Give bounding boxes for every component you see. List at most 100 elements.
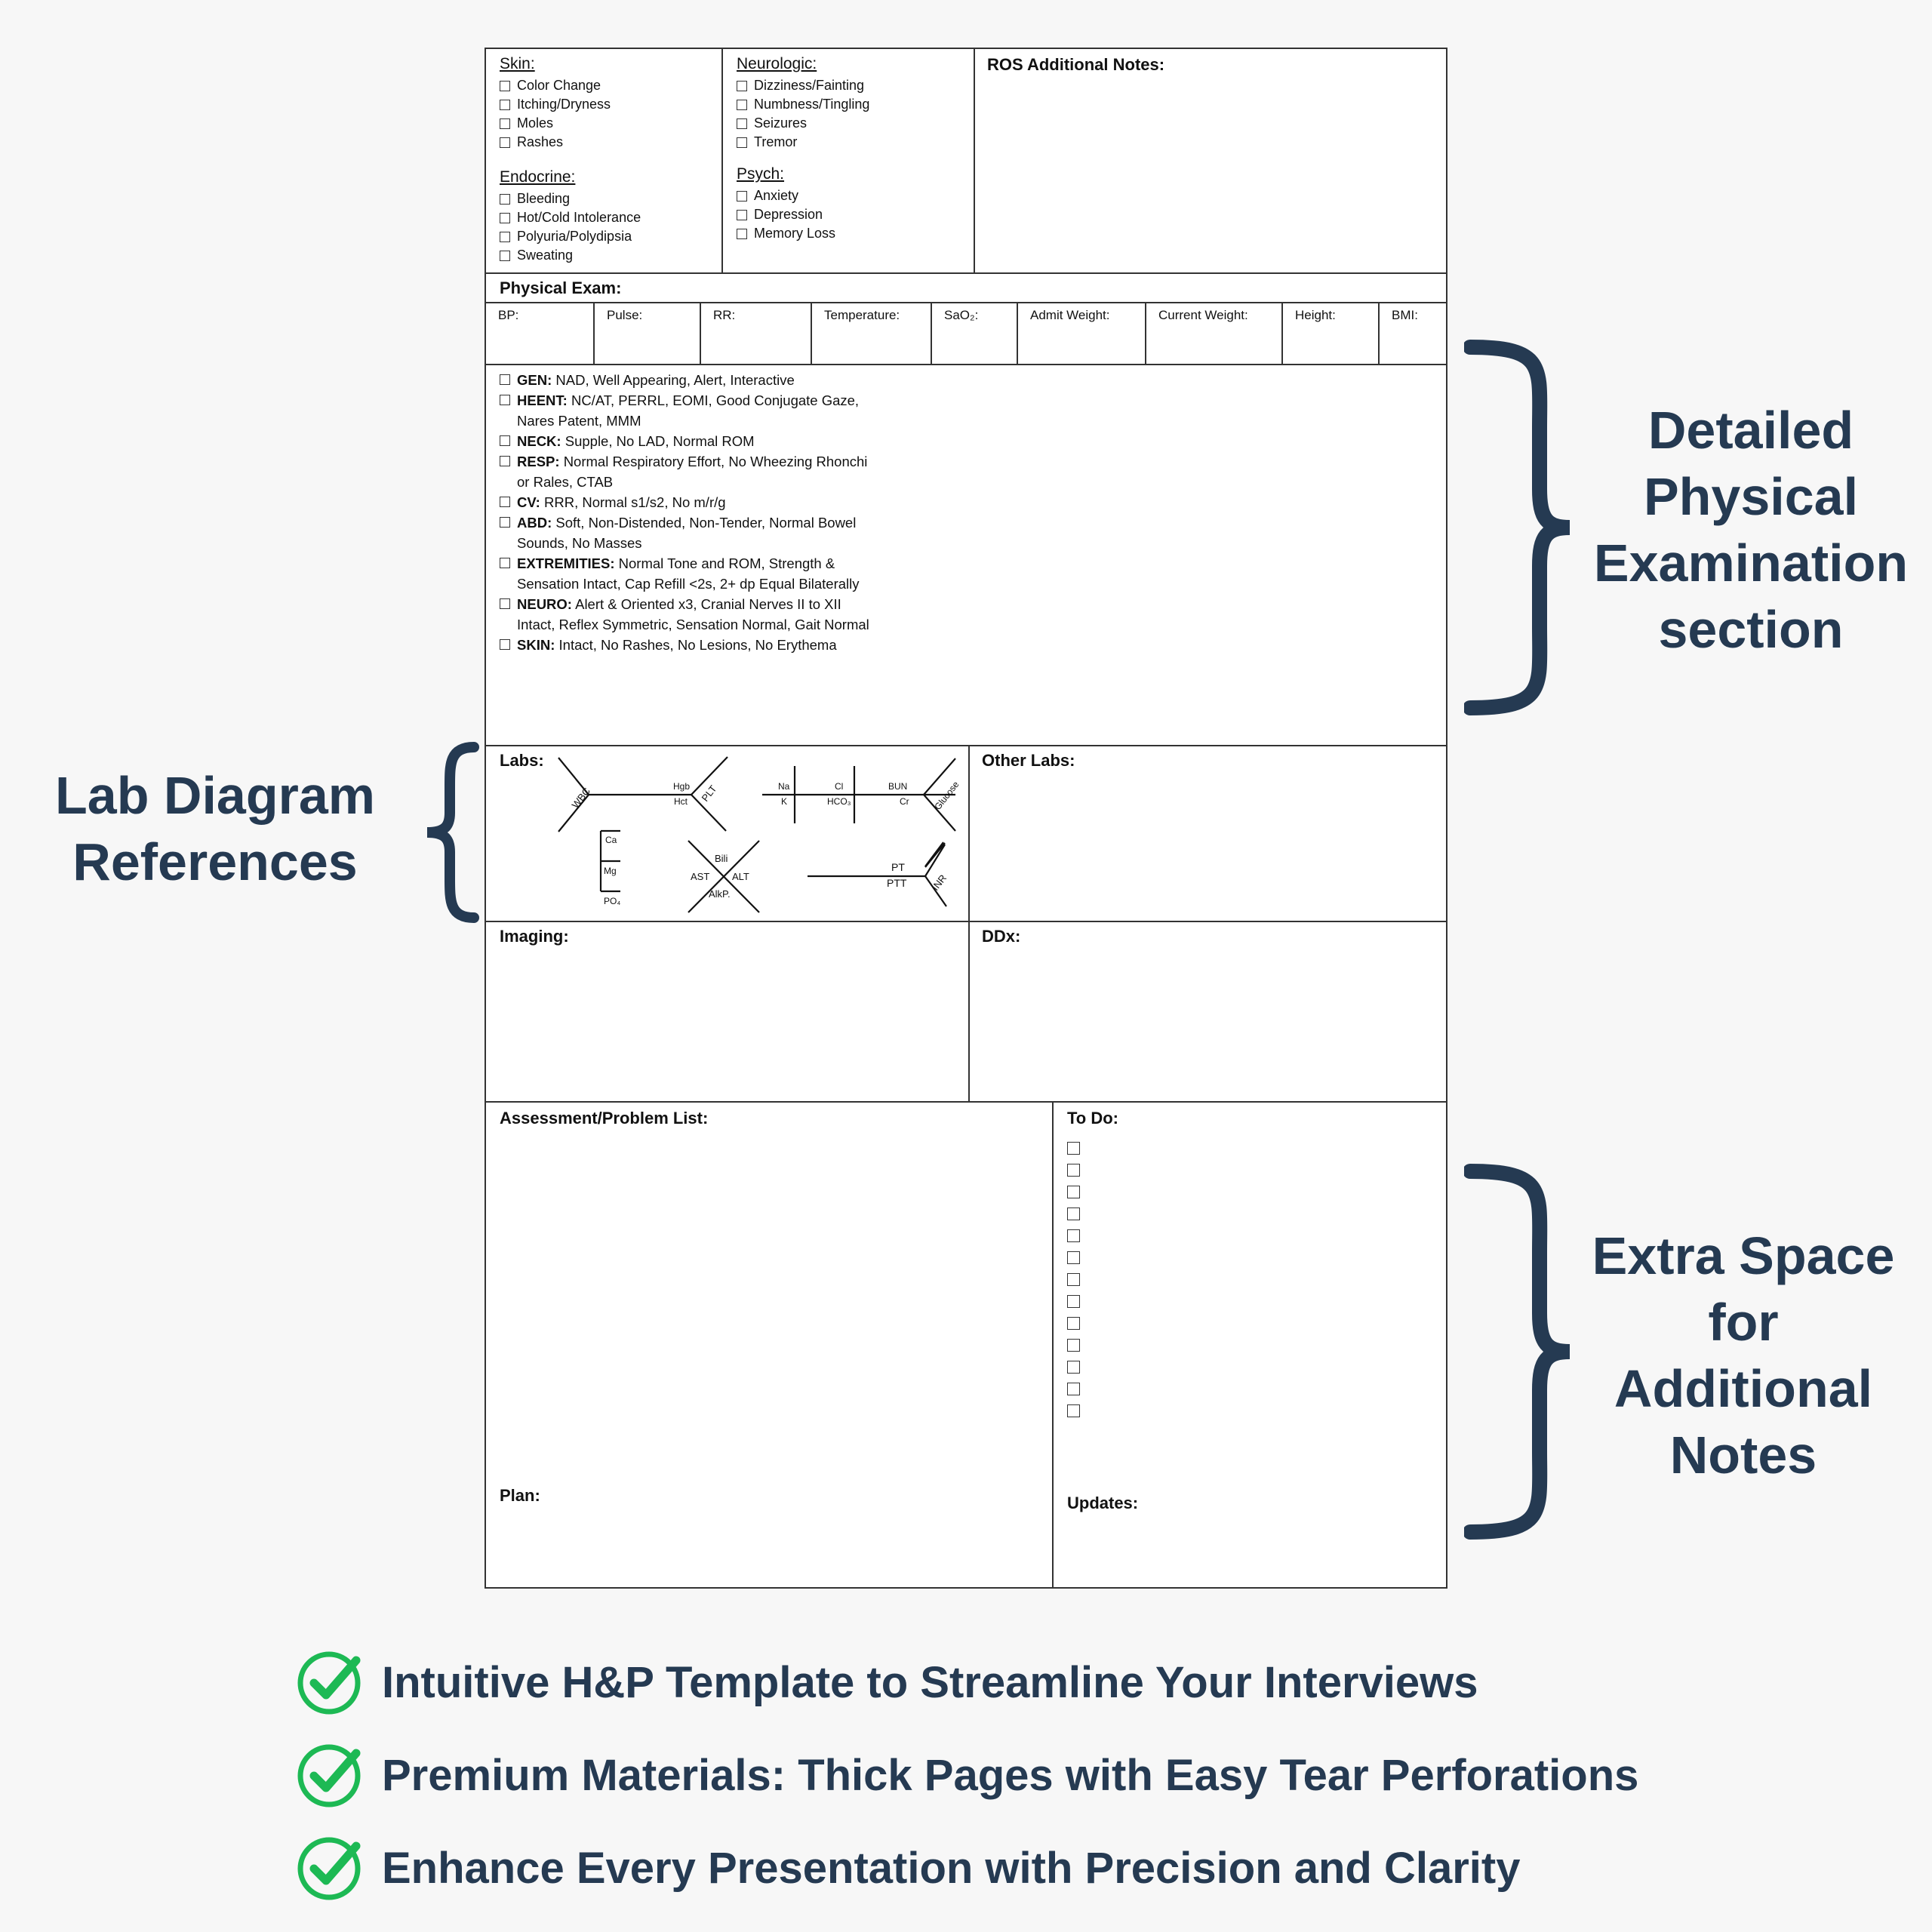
todo-checkbox[interactable] (1067, 1164, 1080, 1177)
checklist-item-label: Anxiety (754, 188, 799, 203)
checkbox[interactable] (737, 190, 747, 202)
checkbox[interactable] (500, 137, 510, 148)
checkbox[interactable] (500, 250, 510, 261)
callout-line: Extra Space (1592, 1226, 1895, 1285)
exam-item-key: SKIN: (517, 637, 555, 653)
feature-text: Premium Materials: Thick Pages with Easy… (382, 1751, 1639, 1800)
checkbox[interactable] (500, 639, 510, 650)
exam-item-key: NEURO: (517, 596, 572, 612)
other-labs-box[interactable]: Other Labs: (968, 745, 1446, 921)
checkbox[interactable] (500, 598, 510, 609)
todo-checkbox[interactable] (1067, 1383, 1080, 1395)
todo-checkbox[interactable] (1067, 1339, 1080, 1352)
vital-temperature[interactable]: Temperature: (811, 303, 931, 365)
exam-item-line1: Normal Respiratory Effort, No Wheezing R… (563, 454, 868, 469)
exam-item-line2: Intact, Reflex Symmetric, Sensation Norm… (517, 617, 869, 632)
checklist-item-label: Memory Loss (754, 226, 836, 241)
checkbox[interactable] (500, 456, 510, 466)
ddx-label: DDx: (982, 927, 1021, 946)
exam-item: HEENT: NC/AT, PERRL, EOMI, Good Conjugat… (500, 390, 1446, 431)
checkbox[interactable] (500, 231, 510, 242)
todo-checkbox[interactable] (1067, 1295, 1080, 1308)
lab-bun: BUN (888, 781, 907, 792)
physical-exam-header: Physical Exam: (486, 272, 1446, 302)
assessment-plan-box[interactable]: Assessment/Problem List: Plan: (486, 1101, 1052, 1587)
checklist-item-label: Polyuria/Polydipsia (517, 229, 632, 244)
checkbox[interactable] (500, 558, 510, 568)
feature-item: Enhance Every Presentation with Precisio… (294, 1822, 1638, 1915)
exam-item: CV: RRR, Normal s1/s2, No m/r/g (500, 492, 1446, 512)
lab-hgb: Hgb (673, 781, 690, 792)
vital-current-weight[interactable]: Current Weight: (1145, 303, 1281, 365)
todo-checkbox[interactable] (1067, 1186, 1080, 1198)
exam-item-line1: Normal Tone and ROM, Strength & (618, 555, 835, 571)
exam-item-key: GEN: (517, 372, 552, 388)
lab-fishbone-diagrams: WBC Hgb Hct PLT Na K Cl HCO₃ BUN (558, 756, 961, 913)
checklist-item-label: Sweating (517, 248, 574, 263)
vital-label: SaO₂: (944, 308, 979, 322)
todo-checkbox[interactable] (1067, 1404, 1080, 1417)
callout-line: Examination (1593, 534, 1909, 592)
checkbox[interactable] (500, 374, 510, 385)
vital-sao2[interactable]: SaO₂: (931, 303, 1017, 365)
checklist-item: Depression (737, 205, 974, 224)
exam-item: RESP: Normal Respiratory Effort, No Whee… (500, 451, 1446, 492)
todo-updates-box: To Do: Updates: (1052, 1101, 1446, 1587)
exam-item-line1: Soft, Non-Distended, Non-Tender, Normal … (555, 515, 857, 531)
vital-pulse[interactable]: Pulse: (593, 303, 700, 365)
todo-checkbox[interactable] (1067, 1142, 1080, 1155)
exam-item-line1: NC/AT, PERRL, EOMI, Good Conjugate Gaze, (571, 392, 860, 408)
todo-checkbox[interactable] (1067, 1361, 1080, 1374)
checklist-item: Color Change (500, 76, 721, 95)
lab-po4: PO₄ (604, 896, 620, 906)
ddx-box[interactable]: DDx: (968, 921, 1446, 1101)
todo-checkbox[interactable] (1067, 1251, 1080, 1264)
exam-item-line2: Sounds, No Masses (517, 535, 642, 551)
vital-rr[interactable]: RR: (700, 303, 811, 365)
todo-checkbox[interactable] (1067, 1229, 1080, 1242)
imaging-box[interactable]: Imaging: (486, 921, 968, 1101)
exam-item-line2: or Rales, CTAB (517, 474, 614, 490)
checkbox[interactable] (737, 209, 747, 220)
checkbox[interactable] (500, 395, 510, 405)
todo-checkbox[interactable] (1067, 1317, 1080, 1330)
checkbox[interactable] (737, 137, 747, 148)
coag-diagram: PT PTT INR (808, 841, 949, 907)
checklist-item: Sweating (500, 246, 721, 265)
checklist-item-label: Color Change (517, 78, 601, 93)
checkbox[interactable] (500, 497, 510, 507)
checkbox[interactable] (737, 80, 747, 91)
lab-hct: Hct (674, 796, 688, 807)
checkbox[interactable] (500, 118, 510, 129)
cbc-diagram: WBC Hgb Hct PLT (558, 756, 728, 832)
checkbox[interactable] (500, 193, 510, 205)
checkbox[interactable] (500, 99, 510, 110)
vital-admit-weight[interactable]: Admit Weight: (1017, 303, 1145, 365)
lab-bili: Bili (715, 853, 728, 864)
physical-exam-checklist-box: GEN: NAD, Well Appearing, Alert, Interac… (486, 364, 1446, 745)
checklist-item-label: Tremor (754, 134, 798, 149)
callout-line: References (72, 832, 358, 891)
right-brace-icon (1464, 340, 1571, 715)
checkbox[interactable] (500, 435, 510, 446)
check-circle-icon (297, 1744, 361, 1807)
checkbox[interactable] (500, 517, 510, 528)
vital-bp[interactable]: BP: (486, 303, 593, 365)
exam-item-key: NECK: (517, 433, 561, 449)
checkbox[interactable] (737, 99, 747, 110)
physical-exam-checklist: GEN: NAD, Well Appearing, Alert, Interac… (500, 370, 1446, 655)
checklist-item-label: Rashes (517, 134, 564, 149)
checkbox[interactable] (737, 228, 747, 239)
lab-plt: PLT (700, 783, 719, 804)
checkbox[interactable] (500, 212, 510, 223)
vital-height[interactable]: Height: (1281, 303, 1378, 365)
checkbox[interactable] (737, 118, 747, 129)
todo-checkbox[interactable] (1067, 1273, 1080, 1286)
vital-bmi[interactable]: BMI: (1378, 303, 1446, 365)
checkbox[interactable] (500, 80, 510, 91)
todo-checkbox[interactable] (1067, 1208, 1080, 1220)
exam-item-key: EXTREMITIES: (517, 555, 615, 571)
ros-notes-box[interactable]: ROS Additional Notes: (974, 49, 1446, 272)
lab-alt: ALT (732, 871, 749, 882)
